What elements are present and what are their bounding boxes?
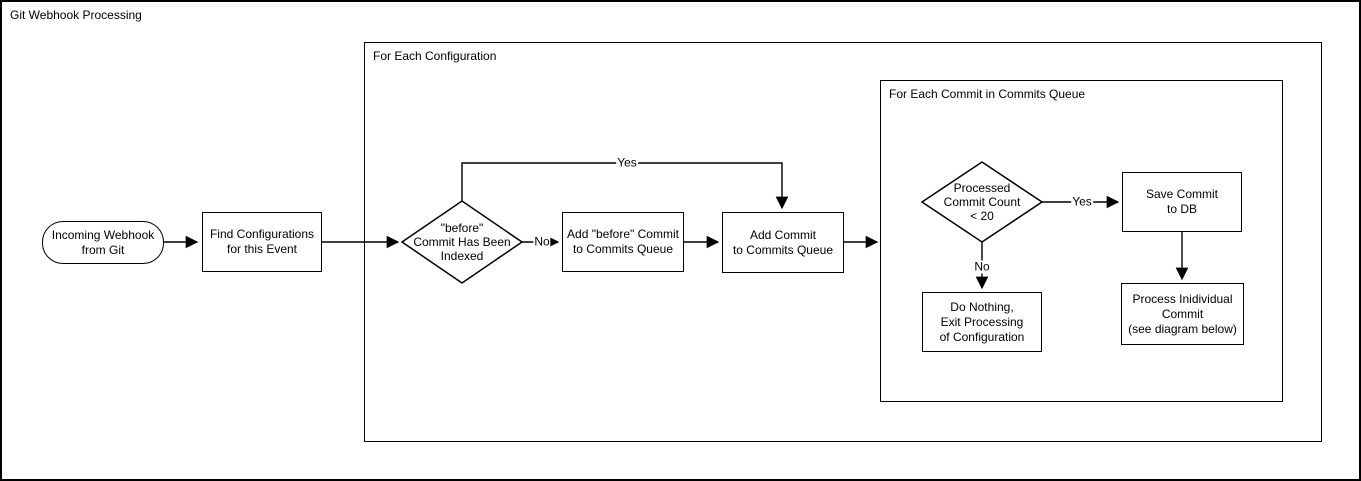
node-add-before-commit: Add "before" Commit to Commits Queue	[562, 212, 684, 272]
container-for-each-commit-in-queue: For Each Commit in Commits Queue	[880, 80, 1283, 402]
decision-count-label: Processed Commit Count < 20	[943, 181, 1021, 223]
decision-before-label: "before" Commit Has Been Indexed	[413, 221, 511, 263]
node-add-commit-to-queue: Add Commit to Commits Queue	[722, 212, 844, 273]
node-find-configurations: Find Configurations for this Event	[202, 212, 322, 272]
container-for-each-commit-in-queue-label: For Each Commit in Commits Queue	[889, 87, 1086, 101]
edge-label-no: No	[533, 234, 551, 249]
container-for-each-configuration-label: For Each Configuration	[373, 49, 497, 63]
edge-label-yes: Yes	[1071, 194, 1093, 209]
node-process-individual-commit: Process Inidividual Commit (see diagram …	[1121, 283, 1244, 345]
diagram-title: Git Webhook Processing	[10, 8, 142, 22]
edge-label-no: No	[973, 259, 991, 274]
edge-label-yes: Yes	[616, 155, 638, 170]
node-incoming-webhook: Incoming Webhook from Git	[42, 221, 164, 264]
node-do-nothing-exit: Do Nothing, Exit Processing of Configura…	[922, 292, 1042, 352]
node-save-commit-to-db: Save Commit to DB	[1122, 172, 1242, 232]
